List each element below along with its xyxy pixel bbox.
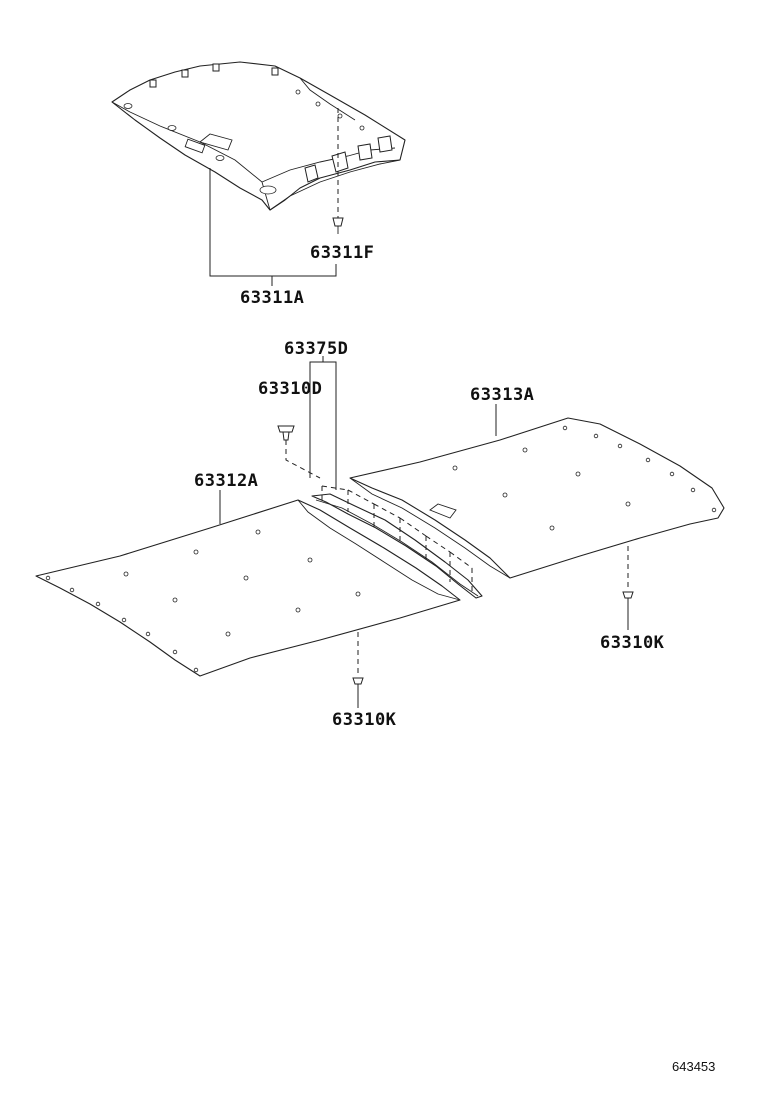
rear-roof-panel bbox=[349, 417, 725, 579]
rear-clip bbox=[622, 546, 634, 630]
label-63311A: 63311A bbox=[240, 288, 304, 308]
leader-63311A bbox=[209, 168, 337, 286]
diagram-id: 643453 bbox=[672, 1059, 715, 1074]
label-63310K-rear: 63310K bbox=[600, 633, 665, 653]
label-63313A: 63313A bbox=[470, 385, 534, 405]
seal-strip bbox=[311, 485, 483, 599]
label-63312A: 63312A bbox=[194, 471, 258, 491]
headliner-assembly bbox=[111, 61, 406, 211]
label-63375D: 63375D bbox=[284, 339, 348, 359]
label-63310K-front: 63310K bbox=[332, 710, 397, 730]
headliner-clip bbox=[332, 108, 344, 234]
seal-clip bbox=[277, 425, 321, 479]
leader-63375D bbox=[309, 356, 337, 490]
label-63310D: 63310D bbox=[258, 379, 322, 399]
label-63311F: 63311F bbox=[310, 243, 374, 263]
front-roof-panel bbox=[35, 499, 461, 677]
front-clip bbox=[352, 632, 364, 708]
